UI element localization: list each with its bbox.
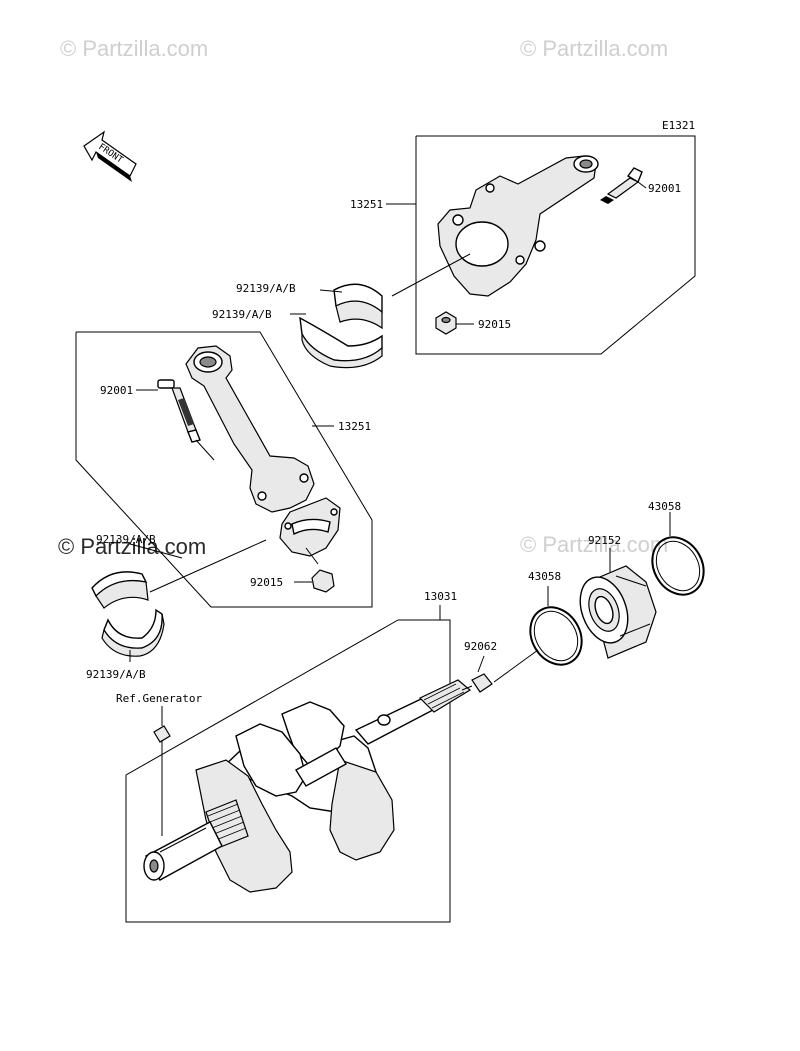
lower-rod-nut (294, 547, 335, 593)
label-bearing: 92152 (588, 534, 621, 547)
label-upper-rod-assy: 13251 (350, 198, 383, 211)
label-lower-rod-assy: 13251 (338, 420, 371, 433)
lower-rod-bolt (136, 379, 215, 461)
lower-bearing-shell-b (101, 608, 165, 657)
label-lower-bolt: 92001 (100, 384, 133, 397)
label-circlip-inner: 43058 (528, 570, 561, 583)
upper-bearing-shell-a (333, 283, 383, 330)
front-arrow-icon: FRONT (83, 130, 137, 182)
watermark-middle-left: © Partzilla.com (58, 534, 206, 559)
crankshaft-frame (125, 605, 451, 923)
upper-rod-bolt (600, 167, 647, 204)
label-plug: 92062 (464, 640, 497, 653)
label-upper-bolt: 92001 (648, 182, 681, 195)
diagram-code: E1321 (662, 119, 695, 132)
upper-rod-frame (415, 135, 696, 355)
label-lower-bearing-a: 92139/A/B (96, 533, 156, 546)
label-circlip-outer: 43058 (648, 500, 681, 513)
crankshaft (143, 679, 472, 893)
circlip-outer (651, 512, 705, 596)
watermark-top-left: © Partzilla.com (60, 36, 208, 61)
lower-bearing-shell-a (91, 571, 149, 609)
label-lower-bearing-b: 92139/A/B (86, 668, 146, 681)
lower-rod-frame (75, 331, 373, 608)
label-ref-generator: Ref.Generator (116, 692, 202, 705)
label-upper-bearing-a: 92139/A/B (236, 282, 296, 295)
watermark-top-right: © Partzilla.com (520, 36, 668, 61)
label-lower-nut: 92015 (250, 576, 283, 589)
lower-rod-cap (279, 497, 341, 557)
upper-rod-nut (435, 311, 474, 335)
label-upper-bearing-b: 92139/A/B (212, 308, 272, 321)
lower-connecting-rod (185, 345, 315, 513)
label-crankshaft: 13031 (424, 590, 457, 603)
upper-connecting-rod (437, 155, 599, 297)
label-upper-nut: 92015 (478, 318, 511, 331)
upper-bearing-shell-b (299, 316, 383, 369)
crankshaft-bearing (579, 548, 657, 659)
circlip-inner (529, 586, 583, 666)
woodruff-key (153, 706, 171, 836)
oil-plug (461, 655, 493, 693)
watermark-middle-right: © Partzilla.com (520, 532, 668, 557)
